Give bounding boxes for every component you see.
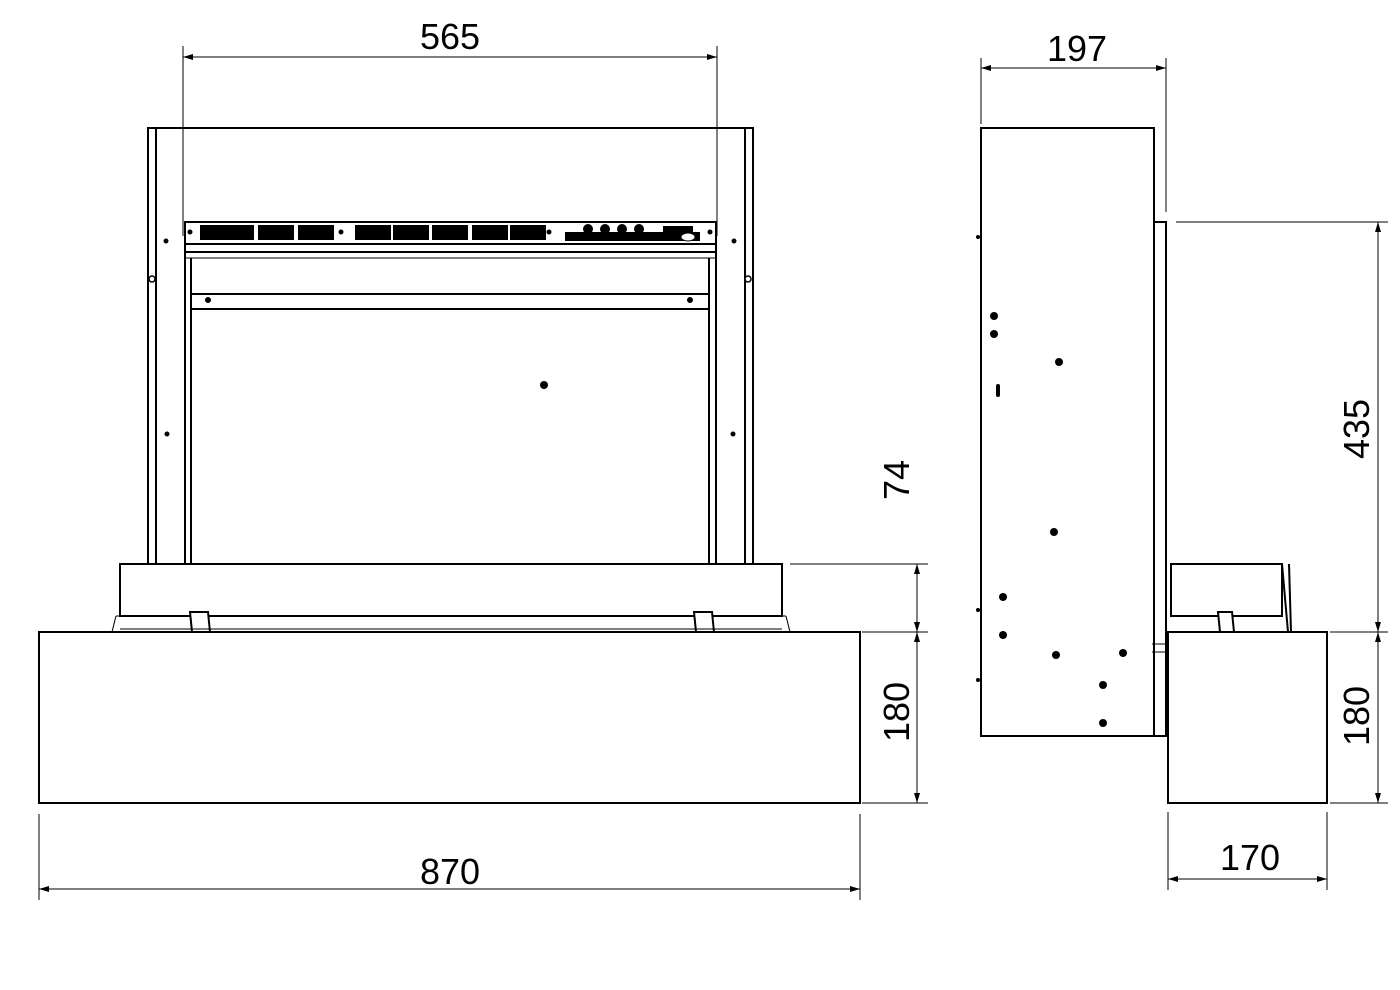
front-vent-slots [200,225,546,240]
screw [744,275,752,283]
side-back-plate [1153,221,1167,737]
dim-label-170: 170 [1220,837,1280,878]
screw [187,229,193,235]
front-left-post [147,127,157,565]
side-tray [1170,563,1283,617]
front-control-buttons [565,224,700,242]
front-view [38,127,861,804]
dim-label-197: 197 [1047,28,1107,69]
front-base [38,631,861,804]
dim-label-435: 435 [1336,399,1377,459]
front-control-strip [184,221,717,245]
screw [707,229,713,235]
dim-label-870: 870 [420,851,480,892]
dim-label-180-side: 180 [1336,686,1377,746]
front-right-post [744,127,754,565]
front-horizontal-bar [190,293,710,310]
dim-label-74: 74 [876,460,917,500]
screw [338,229,344,235]
dimension-lines [38,46,1388,900]
dim-label-180-front: 180 [876,682,917,742]
side-holes [976,235,1127,727]
side-main-body [980,127,1155,737]
front-top-housing [155,127,746,565]
side-foot [1216,611,1236,633]
side-view [976,127,1328,804]
screw [163,238,169,244]
screw [148,275,156,283]
front-tray [119,563,783,617]
screw [546,229,552,235]
screw [731,238,737,244]
dim-label-565: 565 [420,16,480,57]
side-base [1167,631,1328,804]
